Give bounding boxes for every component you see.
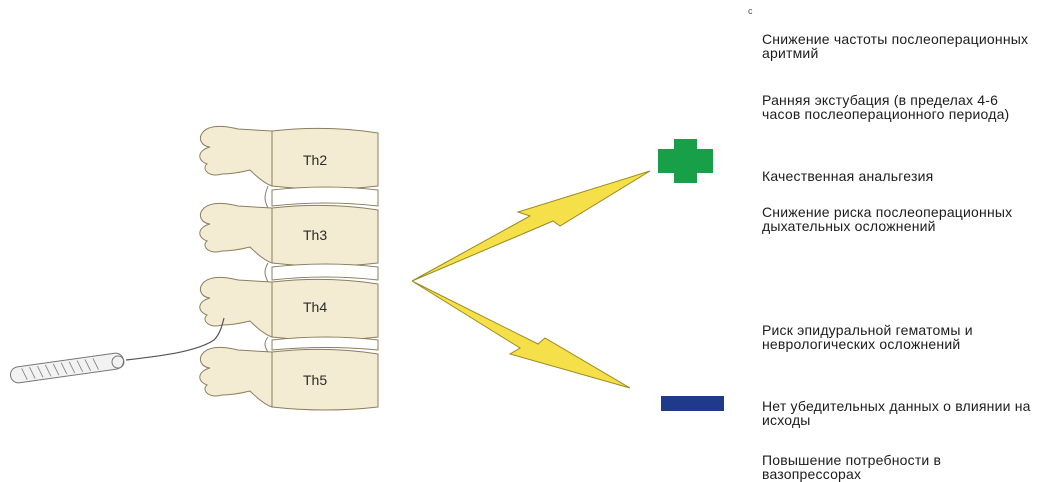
plus-icon [658,139,713,183]
spinal-canal [264,185,269,353]
plus-icon-horizontal [658,149,713,173]
catheter-coil [21,358,99,380]
epidural-catheter [9,317,225,384]
vertebral-body-th5 [271,348,379,411]
spinous-process-th3 [199,202,273,264]
risk-text-hematoma: Риск эпидуральной гематомы и неврологиче… [762,322,973,352]
arrow-up-to-plus [411,170,651,282]
vertebra-label-th5: Th5 [303,372,327,388]
vertebra-th4: Th4 [199,276,379,341]
vertebra-th5: Th5 [199,346,379,411]
vertebra-label-th4: Th4 [303,299,327,315]
benefit-text-respiratory: Снижение риска послеоперационных дыхател… [762,204,1013,234]
corner-mark: c [748,6,753,16]
disc-th4-th5 [271,336,379,351]
disc-th3-th4 [271,263,379,281]
catheter-tip [111,355,125,369]
disc-th2-th3 [271,186,379,207]
vertebra-th3: Th3 [199,202,379,267]
arrow-down-to-minus [411,280,631,389]
spinous-process-th4 [199,276,273,338]
benefit-text-extubation: Ранняя экстубация (в пределах 4-6 часов … [762,92,1010,122]
catheter-line [125,317,225,361]
arrows [411,170,651,389]
benefit-text-analgesia: Качественная анальгезия [762,168,934,184]
vertebra-th2: Th2 [199,125,379,190]
benefit-text-arrhythmia: Снижение частоты послеоперационных аритм… [762,31,1029,61]
vertebra-label-th3: Th3 [303,227,327,243]
risk-text-vasopressors: Повышение потребности в вазопрессорах [762,452,942,482]
vertebra-label-th2: Th2 [303,152,327,168]
spine: Th2 Th3 Th4 Th5 [199,125,379,411]
spinous-process-th5 [199,346,273,408]
risk-text-outcomes: Нет убедительных данных о влиянии на исх… [762,398,1031,428]
spinous-process-th2 [199,125,273,187]
minus-icon [661,396,724,411]
